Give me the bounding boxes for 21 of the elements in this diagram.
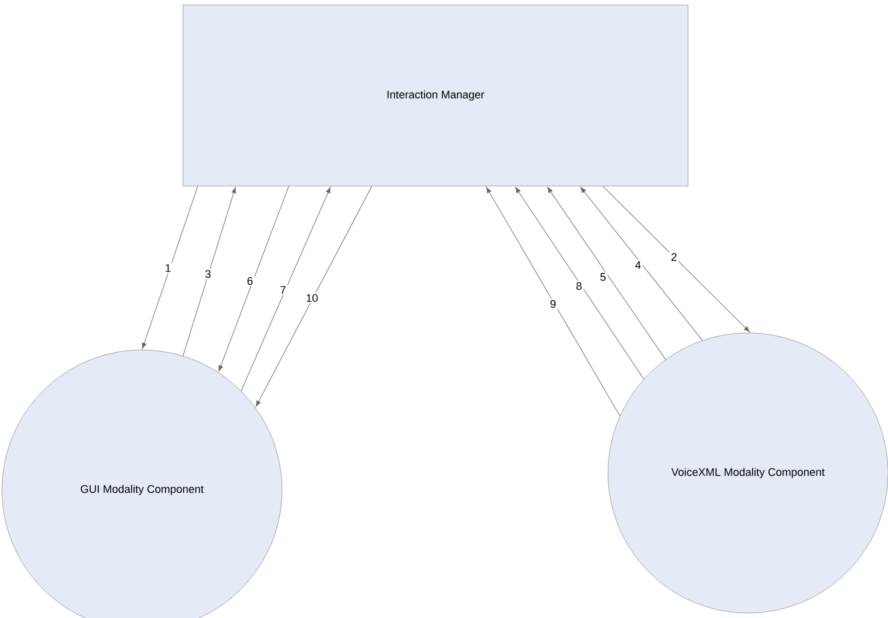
arrow: [240, 187, 331, 392]
edge-label: 7: [278, 284, 288, 296]
arrow: [182, 187, 236, 356]
arrow: [218, 186, 290, 372]
edge-label: 10: [304, 292, 320, 304]
edge-label: 2: [669, 252, 679, 262]
process-box: Interaction Manager: [182, 4, 688, 186]
arrow: [142, 186, 198, 349]
edge-label: 1: [163, 262, 173, 274]
edge-label: 3: [203, 268, 213, 280]
arrow: [602, 186, 750, 332]
edge-label: 4: [633, 260, 643, 270]
edge-label: 8: [574, 280, 584, 292]
edge-label: 9: [548, 298, 558, 310]
arrow: [486, 187, 620, 416]
edge-label: 5: [598, 272, 608, 282]
arrow: [515, 186, 644, 380]
edge-label: 6: [245, 276, 255, 286]
arrow: [580, 186, 703, 341]
arrow: [256, 186, 372, 407]
arrow: [547, 186, 666, 360]
